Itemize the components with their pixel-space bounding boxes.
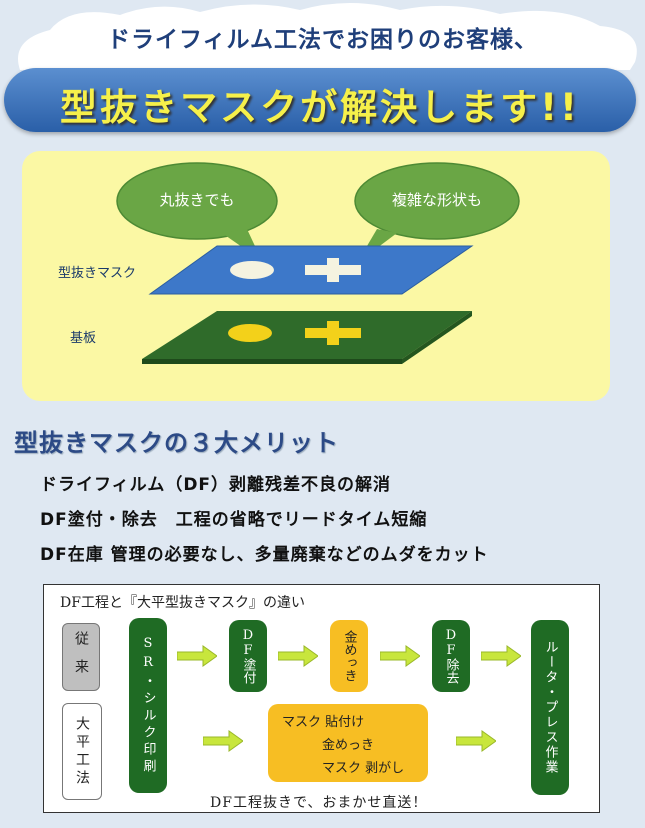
step-router-press: ルータ・プレス作業 <box>531 620 569 795</box>
bubble-right-shape <box>354 162 520 240</box>
step-sr-silk: SR・シルク印刷 <box>129 618 167 793</box>
headline: 型抜きマスクが解決します!! <box>60 86 580 129</box>
substrate-circle <box>228 324 272 342</box>
step-df-coat: DF塗付 <box>229 620 267 692</box>
row-label-conventional: 従来 <box>62 623 100 691</box>
substrate-side <box>402 311 472 364</box>
ohira-step-mask-remove: マスク 剥がし <box>322 761 405 776</box>
label-substrate: 基板 <box>70 331 97 346</box>
top-text: ドライフィルム工法でお困りのお客様、 <box>106 27 539 53</box>
merit-item: DF塗付・除去 工程の省略でリードタイム短縮 <box>40 510 428 530</box>
mask-circle-hole <box>230 261 274 279</box>
merit-item: ドライフィルム（DF）剥離残差不良の解消 <box>40 475 392 495</box>
arrow-right-icon <box>456 730 496 752</box>
substrate-plus-v <box>327 321 339 345</box>
comparison-title: DF工程と『大平型抜きマスク』の違い <box>60 595 305 611</box>
merit-item: DF在庫 管理の必要なし、多量廃棄などのムダをカット <box>40 545 489 565</box>
step-gold-plating: 金めっき <box>330 620 368 692</box>
merits-title: 型抜きマスクの３大メリット <box>14 429 339 457</box>
arrow-right-icon <box>481 645 521 667</box>
mask-plus-v <box>327 258 339 282</box>
ohira-step-mask-attach: マスク 貼付け <box>282 715 365 730</box>
cloud-background <box>18 3 637 70</box>
arrow-right-icon <box>380 645 420 667</box>
headline-banner <box>4 68 636 132</box>
bubble-left-shape <box>116 162 278 240</box>
ohira-step-gold: 金めっき <box>322 738 375 753</box>
row-label-ohira: 大平工法 <box>62 703 102 800</box>
arrow-right-icon <box>203 730 243 752</box>
arrow-right-icon <box>278 645 318 667</box>
step-df-remove: DF除去 <box>432 620 470 692</box>
bubble-right-text: 複雑な形状も <box>391 191 482 209</box>
ohira-steps-box <box>268 704 428 782</box>
substrate-edge <box>142 359 402 364</box>
comparison-footer: DF工程抜きで、おまかせ直送！ <box>210 795 428 811</box>
bubble-left-text: 丸抜きでも <box>159 191 235 209</box>
label-mask: 型抜きマスク <box>58 266 137 281</box>
arrow-right-icon <box>177 645 217 667</box>
mask-illustration <box>116 162 520 364</box>
